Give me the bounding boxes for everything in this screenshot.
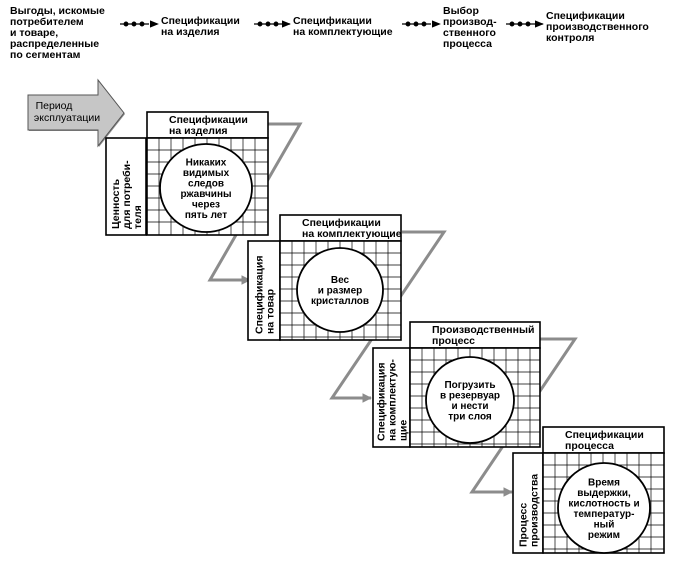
roof-label: Спецификации	[169, 114, 248, 126]
stage-component-specs: Спецификации на комплектующие	[293, 16, 393, 38]
side-label: Ценность	[110, 178, 122, 229]
roof-label: Спецификации	[565, 429, 644, 441]
center-label: в резервуар	[440, 390, 500, 401]
roof-label: процесса	[565, 440, 614, 452]
stage-product-specs-line: на изделия	[161, 26, 220, 38]
stage-process-selection: Выбор производ- ственного процесса	[443, 6, 497, 50]
stage-product-specs-line: Спецификации	[161, 15, 240, 27]
stage-benefits-line: и товаре,	[10, 27, 59, 39]
center-label: ржавчины	[180, 189, 231, 200]
flow-dot	[421, 21, 427, 27]
stage-process-selection-line: производ-	[443, 16, 497, 28]
flow-dot	[405, 21, 411, 27]
center-label: видимых	[183, 168, 230, 179]
stage-benefits: Выгоды, искомые потребителем и товаре, р…	[10, 6, 105, 61]
flow-dot	[131, 21, 137, 27]
stage-benefits-line: распределенные	[10, 38, 100, 50]
center-label: три слоя	[448, 411, 492, 422]
stage-process-selection-line: процесса	[443, 38, 492, 50]
side-label: на товар	[265, 289, 277, 334]
stage-control-specs-line: производственного	[546, 21, 649, 33]
roof-label: на изделия	[169, 125, 228, 137]
stage-benefits-line: потребителем	[10, 16, 84, 28]
flow-dot	[273, 21, 279, 27]
roof-label: Производственный	[432, 324, 534, 336]
center-label: Время	[588, 477, 620, 488]
center-label: ный	[594, 519, 615, 530]
center-label: кислотность и	[568, 498, 639, 509]
roof-box	[542, 426, 665, 454]
center-ellipse	[296, 247, 384, 333]
stage-component-specs-line: Спецификации	[293, 15, 372, 27]
side-label: на комплектую-	[387, 359, 399, 441]
side-box	[512, 452, 544, 554]
roof-label: на комплектующие	[302, 228, 402, 240]
flow-dot	[413, 21, 419, 27]
center-ellipse	[425, 356, 515, 444]
period-arrow: Период эксплуатации	[27, 78, 125, 148]
side-label: для потреби-	[121, 160, 133, 229]
flow-dot	[509, 21, 515, 27]
center-label: следов	[188, 178, 224, 189]
stage-product-specs: Спецификации на изделия	[161, 16, 240, 38]
side-label: производства	[529, 474, 541, 547]
side-box	[105, 137, 147, 236]
center-label: через	[192, 199, 220, 210]
flow-dot	[517, 21, 523, 27]
center-label: выдержки,	[577, 488, 631, 499]
center-label: кристаллов	[311, 296, 369, 307]
flow-dot	[525, 21, 531, 27]
center-label: температур-	[573, 509, 634, 520]
stage-benefits-line: по сегментам	[10, 49, 81, 61]
header-flow-arrows	[120, 20, 544, 28]
flow-dot	[123, 21, 129, 27]
center-label: и размер	[318, 286, 363, 297]
center-ellipse	[557, 462, 651, 554]
period-arrow-label: Период	[36, 100, 73, 112]
side-label: Спецификация	[376, 363, 388, 441]
roof-label: процесс	[432, 335, 475, 347]
center-ellipse	[159, 143, 253, 233]
flow-dot	[139, 21, 145, 27]
flow-dot	[265, 21, 271, 27]
stage-control-specs-line: контроля	[546, 32, 595, 44]
stage-control-specs: Спецификации производственного контроля	[546, 11, 649, 44]
period-arrow-label: эксплуатации	[34, 112, 100, 124]
stage-process-selection-line: ственного	[443, 27, 496, 39]
stage-benefits-line: Выгоды, искомые	[10, 5, 105, 17]
center-label: и нести	[451, 401, 488, 412]
roof-label: Спецификации	[302, 217, 381, 229]
side-box	[372, 347, 411, 448]
roof-box	[279, 214, 402, 242]
stage-component-specs-line: на комплектующие	[293, 26, 393, 38]
stage-process-selection-line: Выбор	[443, 5, 479, 17]
side-box	[247, 240, 281, 341]
center-label: Погрузить	[444, 380, 495, 391]
roof-box	[409, 321, 541, 349]
center-label: пять лет	[185, 210, 227, 221]
side-label: теля	[132, 205, 144, 229]
center-label: Вес	[331, 275, 350, 286]
side-label: щие	[398, 420, 410, 441]
flow-dot	[257, 21, 263, 27]
center-label: режим	[588, 530, 620, 541]
stage-control-specs-line: Спецификации	[546, 10, 625, 22]
side-label: Спецификация	[254, 256, 266, 334]
side-label: Процесс	[518, 503, 530, 547]
center-label: Никаких	[186, 157, 227, 168]
